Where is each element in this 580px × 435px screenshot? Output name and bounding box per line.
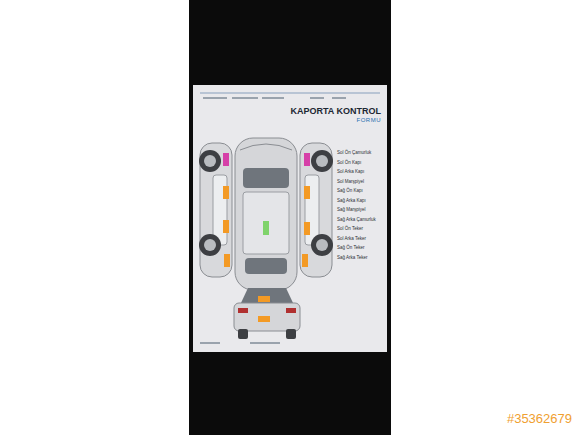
paper bbox=[193, 85, 387, 352]
car-top-view bbox=[235, 138, 297, 290]
part-name: Sağ Arka Teker bbox=[337, 255, 367, 260]
watermark: #35362679 bbox=[507, 411, 572, 426]
status-tags bbox=[223, 153, 310, 322]
form-title: KAPORTA KONTROL bbox=[291, 106, 382, 116]
part-name: Sol Ön Kapı bbox=[337, 160, 361, 165]
header-rule bbox=[200, 92, 380, 94]
car-rear-view bbox=[234, 288, 300, 339]
part-name: Sağ Ön Kapı bbox=[337, 188, 363, 193]
header-marks bbox=[203, 97, 346, 99]
car-right-side bbox=[300, 143, 333, 277]
part-name: Sol Arka Kapı bbox=[337, 169, 364, 174]
part-name: Sol Ön Teker bbox=[337, 226, 363, 231]
part-name: Sol Marşpiyel bbox=[337, 179, 364, 184]
car-left-side bbox=[199, 143, 232, 277]
part-name: Sağ Marşpiyel bbox=[337, 207, 366, 212]
part-name: Sağ Arka Kapı bbox=[337, 198, 366, 203]
form-subtitle: FORMU bbox=[357, 117, 382, 123]
part-name: Sağ Arka Çamurluk bbox=[337, 217, 376, 222]
part-name: Sol Arka Teker bbox=[337, 236, 366, 241]
part-name: Sağ Ön Teker bbox=[337, 245, 364, 250]
part-name: Sol Ön Çamurluk bbox=[337, 150, 371, 155]
photo-frame bbox=[189, 0, 391, 435]
footer-marks bbox=[200, 342, 280, 344]
